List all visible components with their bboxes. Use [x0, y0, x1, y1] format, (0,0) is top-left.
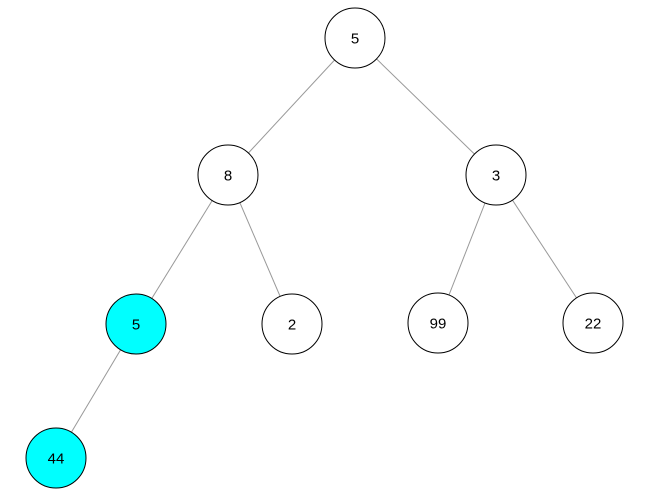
tree-node-circle[interactable]	[324, 7, 386, 69]
tree-node-label: 5	[351, 30, 359, 47]
tree-node-label: 3	[492, 167, 500, 184]
tree-edge-root-n3	[354, 37, 497, 176]
tree-edge-root-n8	[227, 37, 356, 176]
tree-node-label: 5	[132, 316, 140, 333]
tree-node-root[interactable]: 5	[324, 7, 386, 69]
tree-node-n22[interactable]: 22	[562, 292, 624, 354]
tree-node-n3[interactable]: 3	[465, 144, 527, 206]
tree-node-circle[interactable]	[465, 144, 527, 206]
tree-node-circle-highlighted[interactable]	[25, 427, 87, 489]
tree-node-label: 8	[224, 167, 232, 184]
tree-node-label: 44	[48, 450, 65, 467]
tree-node-n5[interactable]: 5	[105, 293, 167, 355]
tree-node-circle[interactable]	[197, 144, 259, 206]
tree-node-label: 2	[288, 316, 296, 333]
tree-node-n44[interactable]: 44	[25, 427, 87, 489]
tree-node-n99[interactable]: 99	[407, 292, 469, 354]
tree-node-label: 22	[585, 315, 602, 332]
tree-node-circle[interactable]	[407, 292, 469, 354]
tree-node-label: 99	[430, 315, 447, 332]
tree-node-n2[interactable]: 2	[261, 293, 323, 355]
tree-node-circle-highlighted[interactable]	[105, 293, 167, 355]
tree-node-circle[interactable]	[562, 292, 624, 354]
tree-node-circle[interactable]	[261, 293, 323, 355]
tree-node-n8[interactable]: 8	[197, 144, 259, 206]
